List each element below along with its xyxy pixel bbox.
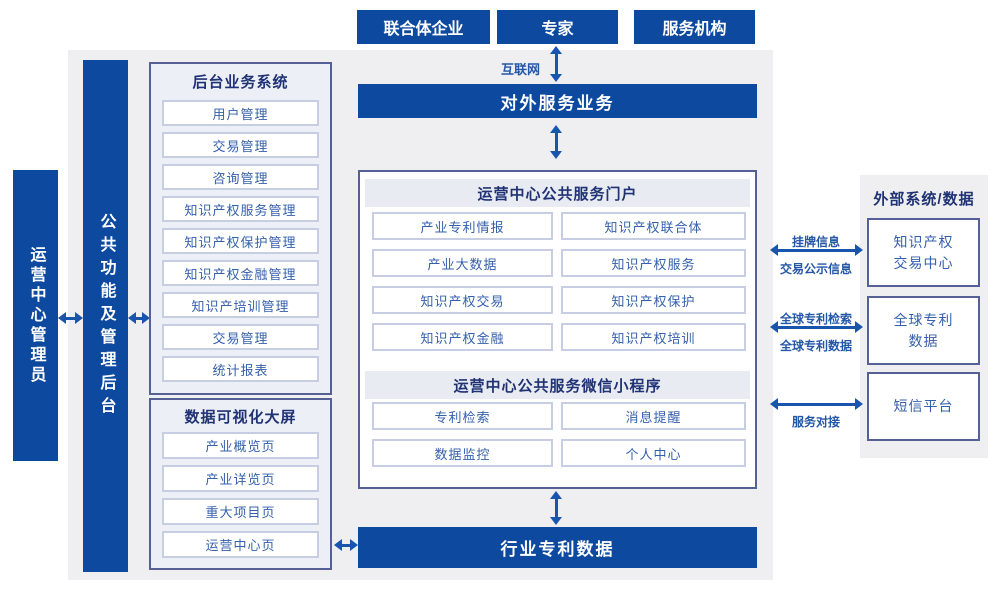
service-agency-box: 服务机构 xyxy=(634,10,755,44)
miniprogram-title: 运营中心公共服务微信小程序 xyxy=(453,377,662,395)
dashboard-item-operations-center: 运营中心页 xyxy=(162,531,319,558)
portal-item-ip-service: 知识产权服务 xyxy=(561,249,746,277)
service-agency-label: 服务机构 xyxy=(662,21,727,38)
admin-backend-link-arrow xyxy=(58,312,83,324)
portal-item-ip-protection: 知识产权保护 xyxy=(561,286,746,314)
sms-link-arrow xyxy=(770,398,863,410)
backend-item-trade-mgmt: 交易管理 xyxy=(162,132,319,158)
service-connect-label: 服务对接 xyxy=(791,415,840,429)
backend-system-title: 后台业务系统 xyxy=(192,74,289,91)
service-portal-link-arrow xyxy=(550,125,562,159)
trade-center-link-arrow xyxy=(770,244,863,256)
internet-label: 互联网 xyxy=(500,62,540,77)
backend-item-trade-mgmt-2: 交易管理 xyxy=(162,324,319,350)
backend-item-statistics: 统计报表 xyxy=(162,356,319,382)
global-patent-data-line2: 数据 xyxy=(908,332,939,349)
sms-platform-line1: 短信平台 xyxy=(893,398,954,415)
miniprogram-item-message-alert: 消息提醒 xyxy=(561,402,746,430)
operations-admin-label: 运营中心管理员 xyxy=(27,245,45,386)
public-functions-label: 公共功能及管理后台 xyxy=(97,212,115,420)
internet-link-arrow xyxy=(550,46,562,82)
miniprogram-item-data-monitor: 数据监控 xyxy=(372,439,553,467)
portal-item-ip-consortium: 知识产权联合体 xyxy=(561,212,746,240)
global-patent-search-label: 全球专利检索 xyxy=(779,312,852,326)
portal-item-ip-training: 知识产权培训 xyxy=(561,323,746,351)
miniprogram-header: 运营中心公共服务微信小程序 xyxy=(365,371,750,399)
portal-item-patent-intelligence: 产业专利情报 xyxy=(372,212,553,240)
dashboard-item-major-projects: 重大项目页 xyxy=(162,498,319,525)
global-patent-data-line1: 全球专利 xyxy=(893,312,954,329)
backend-item-ip-service-mgmt: 知识产权服务管理 xyxy=(162,196,319,222)
ip-trade-center-line1: 知识产权 xyxy=(893,234,954,251)
public-functions-bar: 公共功能及管理后台 xyxy=(83,60,128,572)
industry-data-bar: 行业专利数据 xyxy=(358,527,757,568)
industry-data-label: 行业专利数据 xyxy=(500,540,615,559)
portal-industry-link-arrow xyxy=(550,491,562,525)
global-patent-data-box: 全球专利 数据 xyxy=(867,296,980,365)
external-service-bar: 对外服务业务 xyxy=(358,84,757,118)
external-systems-title: 外部系统/数据 xyxy=(873,191,975,208)
portal-item-industry-bigdata: 产业大数据 xyxy=(372,249,553,277)
trade-publicity-label: 交易公示信息 xyxy=(779,262,852,276)
backend-item-user-mgmt: 用户管理 xyxy=(162,100,319,126)
portal-title: 运营中心公共服务门户 xyxy=(477,185,638,203)
portal-header: 运营中心公共服务门户 xyxy=(365,179,750,207)
global-patent-data-label: 全球专利数据 xyxy=(779,339,852,353)
expert-label: 专家 xyxy=(541,21,574,38)
external-service-label: 对外服务业务 xyxy=(500,93,615,113)
backend-item-consult-mgmt: 咨询管理 xyxy=(162,164,319,190)
sms-platform-box: 短信平台 xyxy=(867,372,980,441)
backend-item-ip-protection-mgmt: 知识产权保护管理 xyxy=(162,228,319,254)
listing-info-label: 挂牌信息 xyxy=(791,235,840,249)
dashboard-industry-link-arrow xyxy=(334,539,358,551)
backend-item-ip-finance-mgmt: 知识产权金融管理 xyxy=(162,260,319,286)
backend-item-ip-training-mgmt: 知识产培训管理 xyxy=(162,292,319,318)
operations-admin-bar: 运营中心管理员 xyxy=(13,170,58,461)
ip-trade-center-box: 知识产权 交易中心 xyxy=(867,218,980,287)
consortium-enterprise-label: 联合体企业 xyxy=(383,21,464,38)
miniprogram-item-personal-center: 个人中心 xyxy=(561,439,746,467)
dashboard-item-industry-overview: 产业概览页 xyxy=(162,432,319,459)
global-patent-link-arrow xyxy=(770,321,863,333)
backend-system-link-arrow xyxy=(128,312,150,324)
portal-item-ip-trade: 知识产权交易 xyxy=(372,286,553,314)
dashboard-title: 数据可视化大屏 xyxy=(184,409,297,426)
ip-trade-center-line2: 交易中心 xyxy=(893,254,954,271)
consortium-enterprise-box: 联合体企业 xyxy=(357,10,490,44)
miniprogram-item-patent-search: 专利检索 xyxy=(372,402,553,430)
expert-box: 专家 xyxy=(497,10,618,44)
dashboard-item-industry-detail: 产业详览页 xyxy=(162,465,319,492)
portal-item-ip-finance: 知识产权金融 xyxy=(372,323,553,351)
